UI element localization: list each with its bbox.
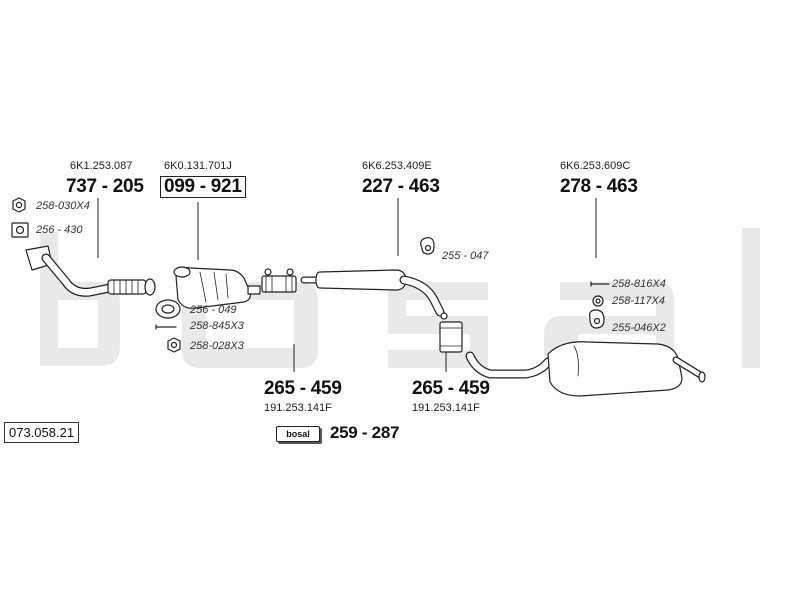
part-number-middle-silencer: 6K6.253.409E xyxy=(362,160,432,172)
code-rear-silencer: 278 - 463 xyxy=(560,176,638,197)
code-middle-silencer: 227 - 463 xyxy=(362,176,440,197)
accessory-nut-label: 258-030X4 xyxy=(36,200,90,212)
code-front-pipe: 737 - 205 xyxy=(66,176,144,197)
part-number-catalytic-converter: 6K0.131.701J xyxy=(164,160,232,172)
accessory-icons xyxy=(11,197,610,353)
part-number-rear-silencer: 6K6.253.609C xyxy=(560,160,631,172)
code-clamp-2: 265 - 459 xyxy=(412,378,490,399)
accessory-rubber-mount-label: 255 - 047 xyxy=(442,250,489,262)
bosal-logo-badge: bosal xyxy=(276,426,320,442)
rear-silencer-drawing xyxy=(465,341,706,397)
part-number-clamp-1: 191.253.141F xyxy=(264,402,332,414)
watermark-letter-b xyxy=(40,232,120,366)
accessory-rubber-mount-2-label: 255-046X2 xyxy=(612,322,666,334)
code-fitting-kit: 259 - 287 xyxy=(330,423,400,442)
middle-silencer-drawing xyxy=(300,269,445,317)
accessory-gasket-label: 256 - 430 xyxy=(36,224,83,236)
code-catalytic-converter: 099 - 921 xyxy=(160,176,246,198)
accessory-ring-gasket-label: 256 - 049 xyxy=(190,304,237,316)
part-number-clamp-2: 191.253.141F xyxy=(412,402,480,414)
part-number-front-pipe: 6K1.253.087 xyxy=(70,160,133,172)
front-pipe-drawing xyxy=(25,245,156,297)
accessory-nut-2-label: 258-028X3 xyxy=(190,340,244,352)
watermark-letter-l xyxy=(742,228,760,368)
accessory-washer-label: 258-117X4 xyxy=(612,295,666,307)
accessory-bolt-label: 258-845X3 xyxy=(190,320,244,332)
catalytic-converter-drawing xyxy=(173,266,261,309)
watermark-letter-s xyxy=(388,282,488,368)
diagram-reference: 073.058.21 xyxy=(4,422,80,443)
clamp-2-drawing xyxy=(439,312,463,353)
code-clamp-1: 265 - 459 xyxy=(264,378,342,399)
accessory-bolt-2-label: 258-816X4 xyxy=(612,278,666,290)
clamp-1-drawing xyxy=(261,268,297,293)
